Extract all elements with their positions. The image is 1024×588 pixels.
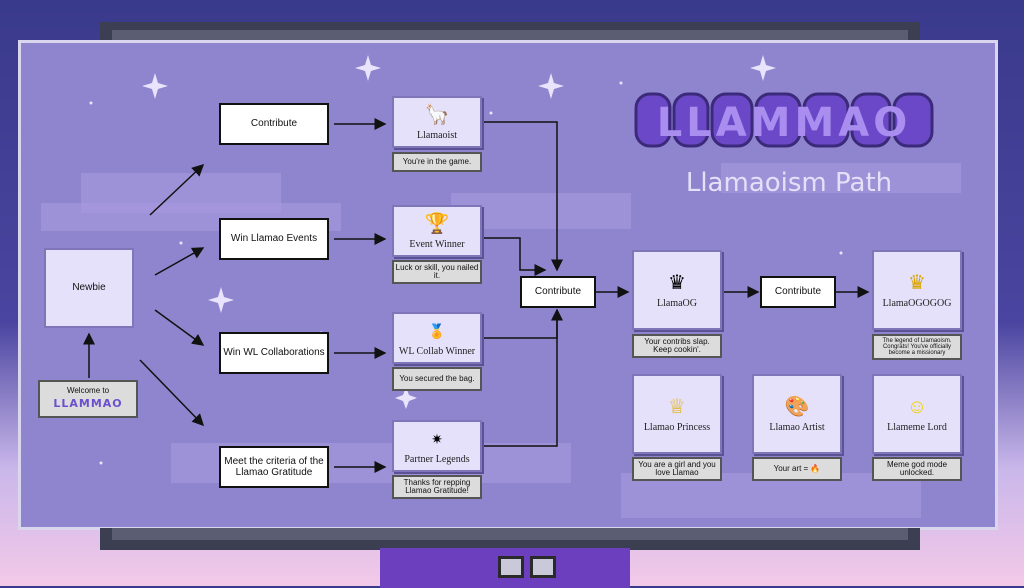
llama-icon: 🦙 — [424, 103, 450, 126]
page-subtitle: Llamaoism Path — [685, 168, 893, 198]
node-label: Newbie — [72, 282, 106, 294]
role-wl-winner: 🏅 WL Collab Winner — [392, 312, 482, 364]
welcome-text: Welcome to — [66, 386, 110, 395]
gold-crown-icon: ♛ — [908, 271, 926, 294]
role-desc: Luck or skill, you nailed it. — [392, 260, 482, 284]
role-event-winner: 🏆 Event Winner — [392, 205, 482, 257]
cloud — [721, 163, 961, 193]
llama-mascot-head — [380, 548, 630, 588]
llammao-logo: LLAMMAO — [634, 92, 934, 148]
role-llamaog: ♛ LlamaOG — [632, 250, 722, 330]
role-title: Llameme Lord — [887, 421, 947, 433]
medal-icon: 🏅 — [428, 322, 446, 339]
action-gratitude: Meet the criteria of the Llamao Gratitud… — [219, 446, 329, 488]
role-desc: Your contribs slap. Keep cookin'. — [632, 334, 722, 358]
role-title: LlamaOG — [657, 297, 697, 309]
step-label: Contribute — [534, 286, 582, 298]
welcome-logo: LLAMMAO — [53, 397, 123, 410]
role-llamaogogog: ♛ LlamaOGOGOG — [872, 250, 962, 330]
role-title: Llamao Princess — [643, 421, 711, 433]
palette-icon: 🎨 — [784, 395, 810, 418]
role-title: Llamao Artist — [769, 421, 825, 433]
role-llamao-princess: ♕ Llamao Princess — [632, 374, 722, 454]
sparkle-icon: ✷ — [431, 430, 443, 447]
role-desc: The legend of Llamaoism. Congrats! You'v… — [872, 334, 962, 360]
role-partner-legends: ✷ Partner Legends — [392, 420, 482, 472]
mascot-eye — [530, 556, 556, 578]
node-newbie: Newbie — [44, 248, 134, 328]
action-label: Win Llamao Events — [230, 233, 318, 245]
action-label: Win WL Collaborations — [223, 347, 325, 359]
action-label: Contribute — [250, 118, 298, 130]
welcome-badge: Welcome to LLAMMAO — [38, 380, 138, 418]
frame-top-bar-inner — [112, 30, 908, 42]
role-title: Llamaoist — [417, 129, 457, 141]
step-contribute-og: Contribute — [760, 276, 836, 308]
role-desc: You secured the bag. — [392, 367, 482, 391]
role-desc: Meme god mode unlocked. — [872, 457, 962, 481]
role-llamao-artist: 🎨 Llamao Artist — [752, 374, 842, 454]
role-llamaoist: 🦙 Llamaoist — [392, 96, 482, 148]
step-label: Contribute — [774, 286, 822, 298]
action-label: Meet the criteria of the Llamao Gratitud… — [224, 455, 324, 479]
step-contribute: Contribute — [520, 276, 596, 308]
svg-text:LLAMMAO: LLAMMAO — [657, 100, 912, 146]
role-title: WL Collab Winner — [398, 345, 476, 357]
trophy-icon: 🏆 — [424, 212, 450, 235]
role-title: Event Winner — [409, 238, 465, 250]
role-title: Partner Legends — [404, 453, 470, 465]
mascot-eye — [498, 556, 524, 578]
smiley-icon: ☺ — [906, 395, 928, 418]
action-contribute: Contribute — [219, 103, 329, 145]
role-desc: Your art = 🔥 — [752, 457, 842, 481]
tiara-icon: ♕ — [668, 395, 686, 418]
role-desc: You're in the game. — [392, 152, 482, 172]
role-llameme-lord: ☺ Llameme Lord — [872, 374, 962, 454]
role-title: LlamaOGOGOG — [882, 297, 952, 309]
action-win-events: Win Llamao Events — [219, 218, 329, 260]
role-desc: You are a girl and you love Llamao — [632, 457, 722, 481]
crown-icon: ♛ — [668, 271, 686, 294]
action-win-wl: Win WL Collaborations — [219, 332, 329, 374]
role-desc: Thanks for repping Llamao Gratitude! — [392, 475, 482, 499]
frame-bottom-bar-inner — [112, 528, 908, 540]
